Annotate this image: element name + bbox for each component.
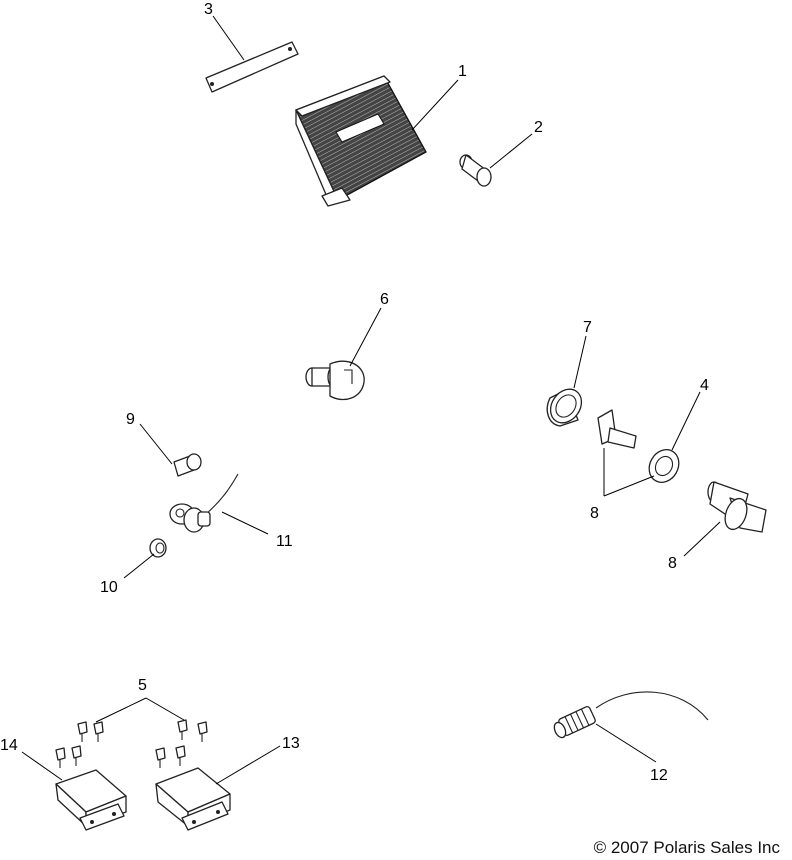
part-6-sensor xyxy=(305,360,365,401)
callout-10: 10 xyxy=(100,579,118,596)
part-11-sensor xyxy=(169,473,239,533)
part-13-module xyxy=(155,767,231,831)
callout-6: 6 xyxy=(380,291,389,308)
callout-8a: 8 xyxy=(590,505,599,522)
callout-12: 12 xyxy=(650,767,668,784)
callout-9: 9 xyxy=(126,411,135,428)
part-10-grommet xyxy=(149,538,167,558)
part-1-ecu-module xyxy=(295,75,427,207)
callout-14: 14 xyxy=(0,737,18,754)
leader-lines xyxy=(21,15,721,785)
callout-1: 1 xyxy=(458,63,467,80)
callout-13: 13 xyxy=(282,735,300,752)
part-9-bolt xyxy=(173,453,202,477)
part-2-plug xyxy=(459,154,492,187)
callout-8b: 8 xyxy=(668,555,677,572)
callout-3: 3 xyxy=(204,1,213,18)
part-8-switch xyxy=(707,481,767,533)
callout-7: 7 xyxy=(583,319,592,336)
part-8-key-tab xyxy=(597,409,637,449)
part-5-screws xyxy=(55,719,208,768)
part-12-temp-sensor xyxy=(553,691,709,739)
callout-2: 2 xyxy=(534,119,543,136)
part-14-module xyxy=(55,769,127,831)
copyright-notice: © 2007 Polaris Sales Inc xyxy=(593,838,780,857)
callout-11: 11 xyxy=(276,533,293,550)
part-7-cap xyxy=(546,388,583,427)
part-3-bracket xyxy=(205,41,299,93)
callout-5: 5 xyxy=(138,677,147,694)
part-4-ring xyxy=(648,449,680,483)
callout-4: 4 xyxy=(700,377,709,394)
